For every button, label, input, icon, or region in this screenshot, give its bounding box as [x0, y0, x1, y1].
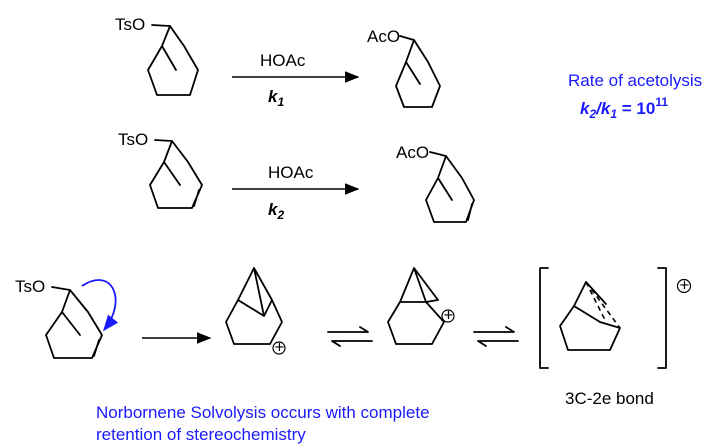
charge-2: +: [444, 306, 454, 325]
arrow-middle: HOAc k2: [232, 163, 360, 222]
charge-3: +: [680, 276, 690, 295]
mechanism-start: TsO: [15, 277, 119, 359]
k2-label: k2: [268, 200, 284, 222]
aco-label-top: AcO: [367, 27, 400, 46]
rate-annotation: Rate of acetolysis k2/k1 = 1011: [568, 71, 702, 121]
norbornyl-tosylate: TsO: [115, 15, 199, 96]
aco-label-middle: AcO: [396, 143, 429, 162]
rate-title: Rate of acetolysis: [568, 71, 702, 90]
bracket-left: [539, 267, 549, 369]
carbocation-2: +: [387, 267, 455, 345]
charge-1: +: [275, 338, 285, 357]
bond-label: 3C-2e bond: [565, 389, 654, 408]
reagent-middle: HOAc: [268, 163, 314, 182]
nonclassical-ion: + 3C-2e bond: [539, 267, 692, 408]
caption-line-1: Norbornene Solvolysis occurs with comple…: [96, 403, 430, 422]
rate-ratio: k2/k1 = 1011: [580, 95, 668, 121]
norbornenyl-tosylate: TsO: [118, 130, 203, 209]
carbocation-1: +: [225, 267, 286, 357]
norbornyl-acetate: AcO: [367, 27, 441, 108]
tso-label-mechanism: TsO: [15, 277, 45, 296]
charge-circle-3: [676, 278, 692, 294]
caption-line-2: retention of stereochemistry: [96, 425, 306, 444]
tso-label-middle: TsO: [118, 130, 148, 149]
bracket-right: [657, 267, 667, 369]
reagent-top: HOAc: [260, 51, 306, 70]
charge-circle-2: [441, 309, 455, 323]
equilibrium-2: [473, 326, 519, 347]
caption: Norbornene Solvolysis occurs with comple…: [96, 403, 430, 444]
norbornenyl-acetate: AcO: [396, 143, 475, 223]
equilibrium-1: [327, 326, 373, 347]
arrow-top: HOAc k1: [232, 51, 360, 109]
curved-arrow: [81, 279, 119, 332]
k1-label: k1: [268, 87, 284, 109]
charge-circle-1: [272, 341, 286, 355]
tso-label-top: TsO: [115, 15, 145, 34]
